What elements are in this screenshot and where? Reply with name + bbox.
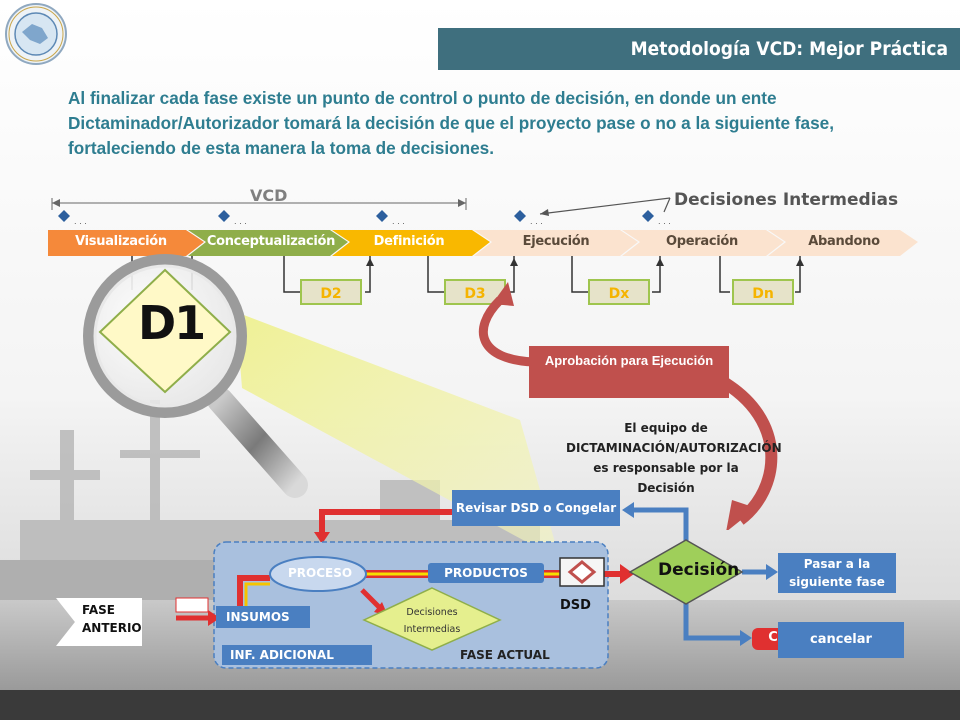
svg-text:. . .: . . . xyxy=(392,217,405,226)
svg-text:. . .: . . . xyxy=(530,217,543,226)
phase-timeline: . . . . . . . . . . . . . . . xyxy=(48,197,918,293)
seal-logo-icon xyxy=(5,3,67,65)
svg-text:. . .: . . . xyxy=(234,217,247,226)
phase-conceptualizacion: Conceptualización xyxy=(206,234,336,249)
decision-label: Decisión xyxy=(658,560,740,580)
phase-operacion: Operación xyxy=(665,234,738,249)
proceso-label: PROCESO xyxy=(288,566,353,580)
d1-label: D1 xyxy=(138,296,206,350)
phase-visualizacion: Visualización xyxy=(75,234,167,249)
phase-abandono: Abandono xyxy=(808,234,880,249)
approval-arrows xyxy=(478,282,778,530)
productos-box: PRODUCTOS xyxy=(428,563,544,583)
dsd-label: DSD xyxy=(560,598,591,613)
review-dsd-box: Revisar DSD o Congelar xyxy=(452,490,620,526)
decision-box-d2: D2 xyxy=(300,279,362,305)
team-text-line-1: El equipo de xyxy=(624,421,708,435)
vcd-label: VCD xyxy=(250,186,288,205)
insumos-box: INSUMOS xyxy=(216,606,310,628)
cancel-badge-icon: C xyxy=(768,630,778,645)
decision-box-dx: Dx xyxy=(588,279,650,305)
fase-actual-label: FASE ACTUAL xyxy=(460,648,550,662)
decisiones-intermedias-label: Decisiones Intermedias xyxy=(403,607,461,635)
page-title: Metodología VCD: Mejor Práctica xyxy=(438,28,960,70)
team-responsibility-text: El equipo de DICTAMINACIÓN/AUTORIZACIÓN … xyxy=(566,418,782,498)
intro-paragraph: Al finalizar cada fase existe un punto d… xyxy=(68,88,834,158)
intermediate-decisions-label: Decisiones Intermedias xyxy=(674,190,899,210)
team-text-line-3: es responsable por la Decisión xyxy=(593,461,739,495)
svg-text:. . .: . . . xyxy=(658,217,671,226)
magnifier-icon xyxy=(83,254,308,498)
cancel-box: cancelar xyxy=(778,622,904,658)
decision-box-dn: Dn xyxy=(732,279,794,305)
approval-box: Aprobación para Ejecución xyxy=(529,346,729,398)
phase-ejecucion: Ejecución xyxy=(522,234,590,249)
team-text-line-2: DICTAMINACIÓN/AUTORIZACIÓN xyxy=(566,441,782,455)
next-phase-box: Pasar a la siguiente fase xyxy=(778,553,896,593)
inf-adicional-box: INF. ADICIONAL xyxy=(222,645,372,665)
phase-definicion: Definición xyxy=(373,234,445,249)
svg-text:. . .: . . . xyxy=(74,217,87,226)
